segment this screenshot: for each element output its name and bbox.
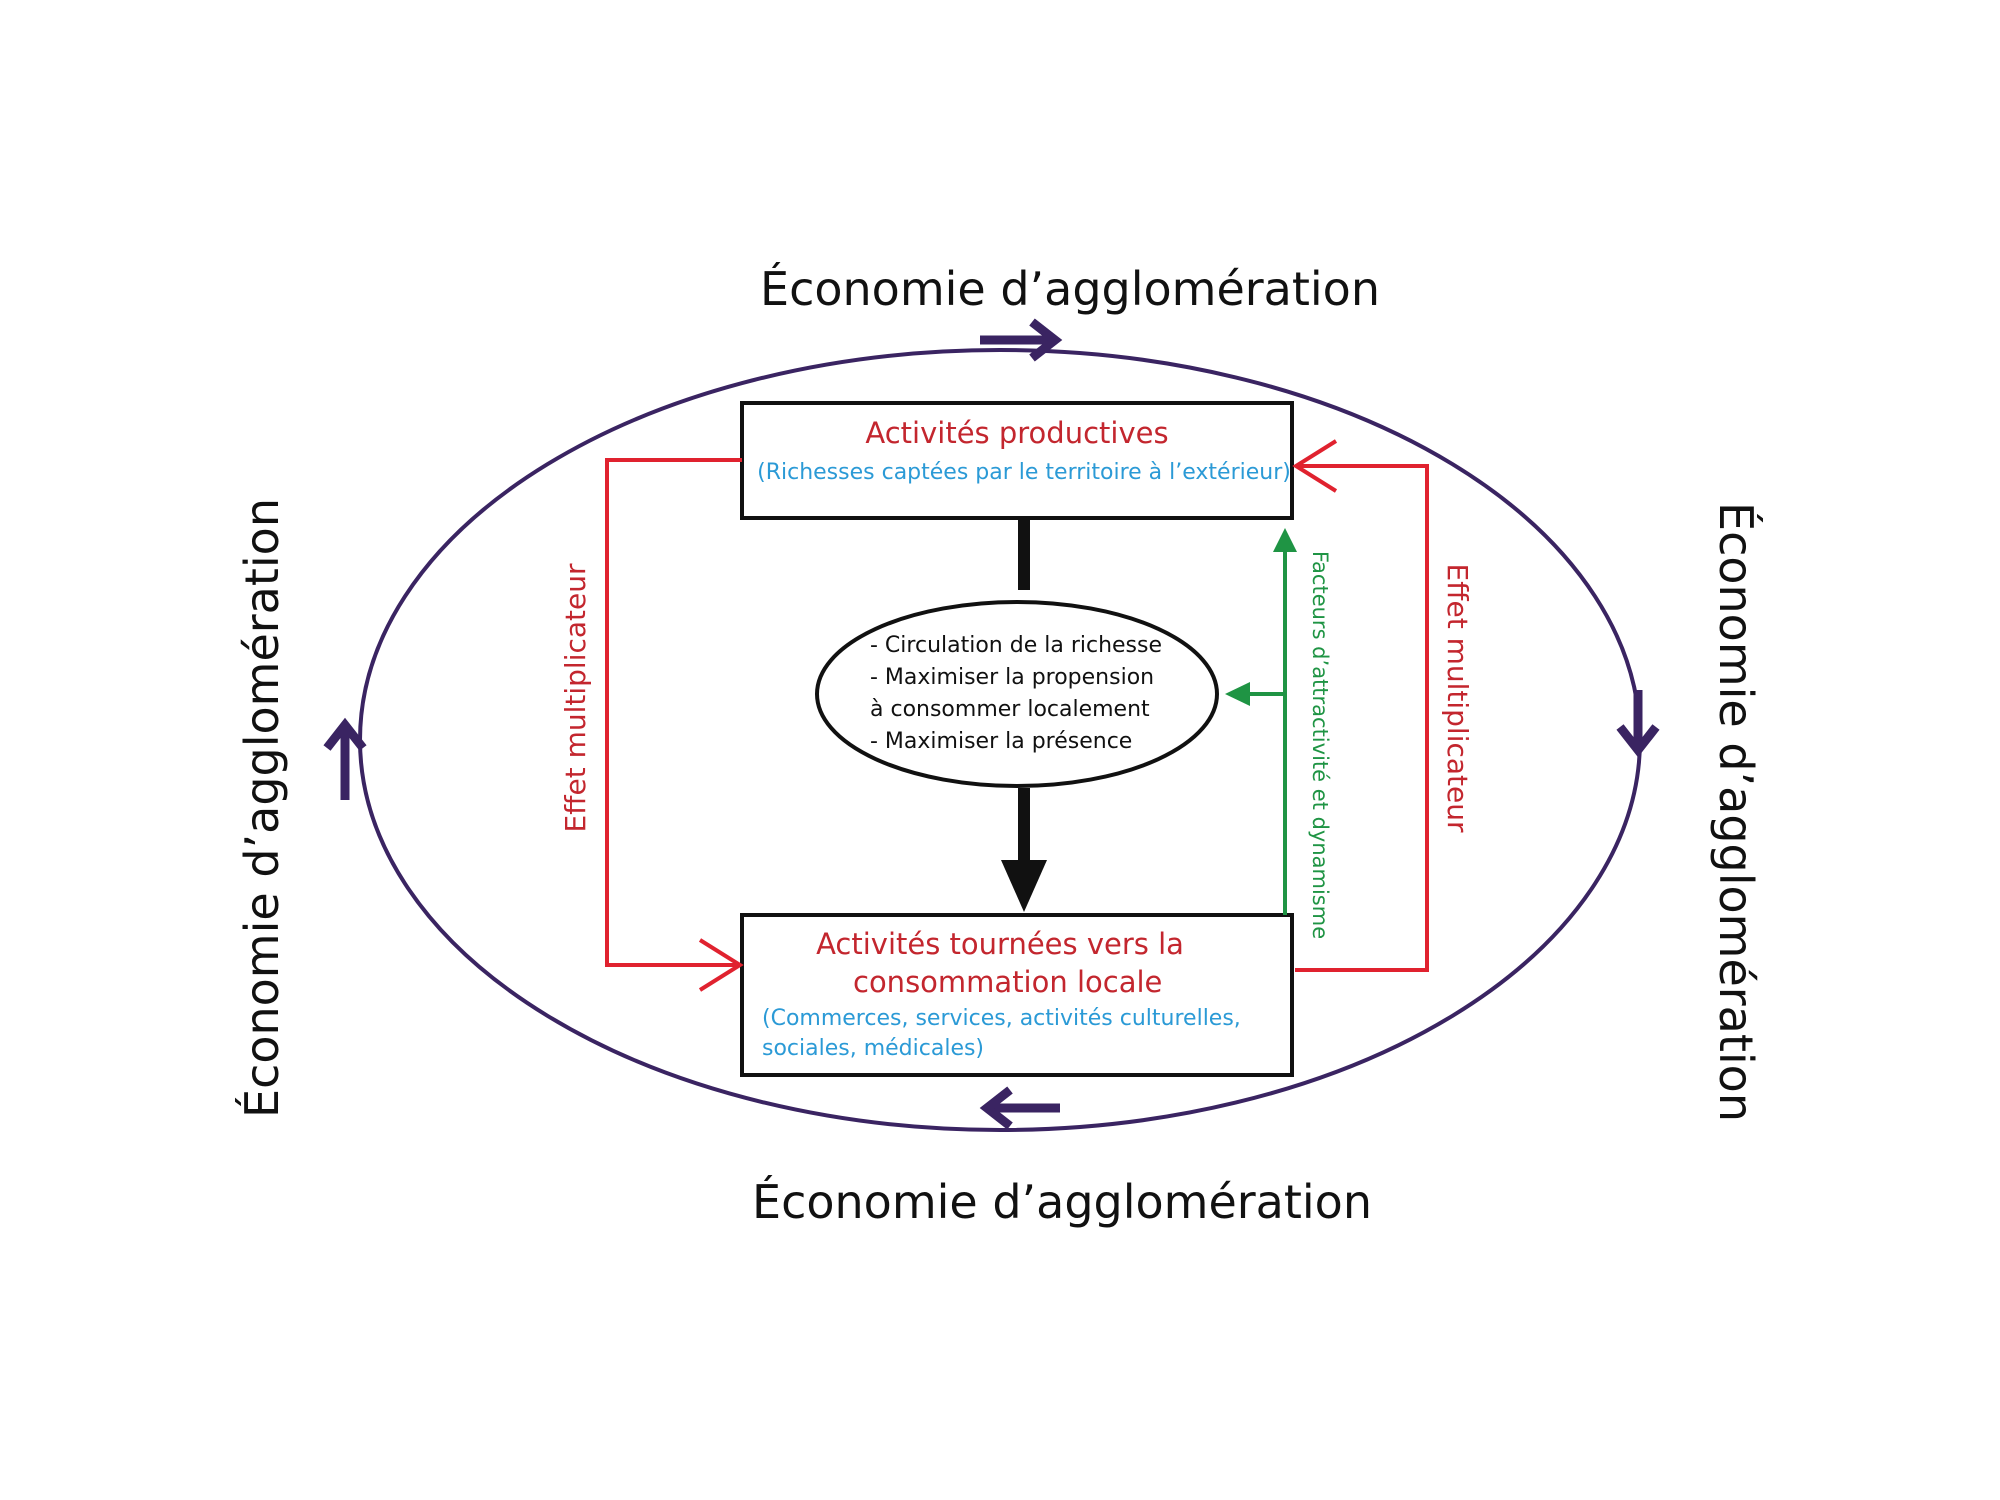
ellipse-line-3: à consommer localement	[870, 697, 1150, 722]
label-right: Économie d’agglomération	[1709, 502, 1763, 1122]
ellipse-line-4: - Maximiser la présence	[870, 729, 1132, 754]
right-multiplier-loop	[1292, 439, 1429, 972]
label-bottom: Économie d’agglomération	[752, 1175, 1372, 1229]
box-productive-activities	[740, 401, 1294, 520]
arrow-right-icon	[980, 318, 1063, 362]
box-bottom-title-2: consommation locale	[853, 965, 1162, 999]
label-left: Économie d’agglomération	[235, 498, 289, 1118]
ellipse-line-1: - Circulation de la richesse	[870, 633, 1162, 658]
left-multiplier-loop	[605, 458, 744, 992]
left-multiplier-label: Effet multiplicateur	[559, 563, 592, 832]
center-ellipse	[815, 600, 1219, 788]
box-top-title: Activités productives	[865, 416, 1168, 450]
right-multiplier-label: Effet multiplicateur	[1441, 564, 1474, 833]
box-bottom-subtitle-2: sociales, médicales)	[762, 1036, 984, 1061]
green-attractiveness-label: Facteurs d’attractivité et dynamisme	[1308, 551, 1332, 939]
box-top-subtitle: (Richesses captées par le territoire à l…	[757, 460, 1291, 485]
black-down-arrow	[1001, 788, 1047, 912]
box-bottom-subtitle-1: (Commerces, services, activités culturel…	[762, 1006, 1241, 1031]
arrow-down-icon	[1616, 690, 1660, 758]
arrow-left-icon	[979, 1086, 1060, 1130]
label-top: Économie d’agglomération	[760, 262, 1380, 316]
arrow-up-icon	[323, 717, 367, 800]
box-bottom-title-1: Activités tournées vers la	[816, 927, 1184, 961]
box-local-consumption	[740, 913, 1294, 1077]
ellipse-line-2: - Maximiser la propension	[870, 665, 1154, 690]
green-attractiveness-arrow	[1225, 528, 1297, 915]
